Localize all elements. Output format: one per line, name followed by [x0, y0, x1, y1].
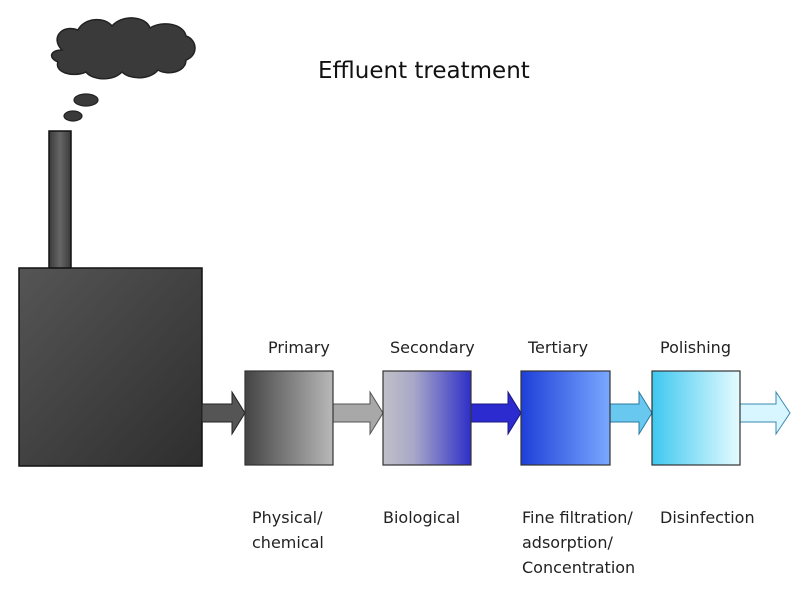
smoke-cloud-icon — [50, 17, 196, 122]
stage-label-secondary: Secondary — [390, 338, 475, 357]
flow-arrow — [739, 390, 791, 436]
diagram-title: Effluent treatment — [318, 58, 530, 84]
stage-box-polishing — [651, 370, 741, 466]
stage-description-polishing: Disinfection — [660, 508, 755, 527]
stage-box-primary — [244, 370, 334, 466]
factory-icon — [18, 130, 203, 467]
stage-description-tertiary: Fine filtration/ adsorption/ Concentrati… — [522, 508, 636, 577]
stage-label-tertiary: Tertiary — [528, 338, 589, 357]
stage-box-tertiary — [520, 370, 611, 466]
flow-arrow — [609, 390, 653, 436]
stage-box-secondary — [382, 370, 472, 466]
stage-description-primary: Physical/ chemical — [252, 508, 324, 552]
flow-arrow — [201, 390, 246, 436]
stage-description-secondary: Biological — [383, 508, 461, 527]
flow-arrow — [470, 390, 522, 436]
stage-label-primary: Primary — [268, 338, 330, 357]
stage-label-polishing: Polishing — [660, 338, 731, 357]
flow-arrow — [332, 390, 384, 436]
